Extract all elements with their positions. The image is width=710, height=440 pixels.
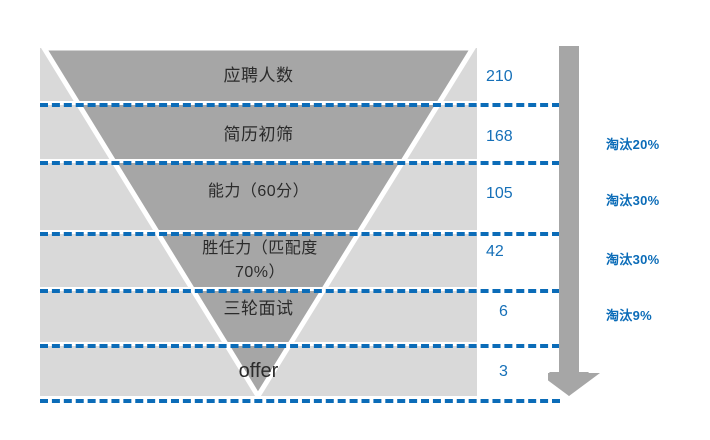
dropout-note-1: 淘汰20% [606, 137, 660, 152]
dropout-note-2: 淘汰30% [606, 193, 660, 208]
count-competency: 42 [486, 243, 504, 260]
count-three-round-interview: 6 [499, 303, 508, 320]
stage-label-resume-screening: 简历初筛 [223, 125, 294, 144]
stage-divider-1 [40, 103, 560, 107]
dropout-note-4: 淘汰9% [606, 308, 652, 323]
stage-label-three-round-interview: 三轮面试 [223, 299, 294, 318]
stage-label-offer: offer [238, 360, 279, 382]
stage-divider-5 [40, 344, 560, 348]
stage-label-ability: 能力（60分） [207, 183, 310, 200]
count-resume-screening: 168 [486, 128, 513, 145]
down-arrow-icon [548, 46, 600, 396]
count-offer: 3 [499, 363, 508, 380]
count-ability: 105 [486, 185, 513, 202]
stage-divider-6 [40, 399, 560, 403]
stage-divider-4 [40, 289, 560, 293]
stage-label-competency: 胜任力（匹配度 70%） [202, 240, 318, 281]
stage-label-applicants: 应聘人数 [223, 66, 294, 85]
stage-divider-2 [40, 161, 560, 165]
count-applicants: 210 [486, 68, 513, 85]
stage-divider-3 [40, 232, 560, 236]
dropout-note-3: 淘汰30% [606, 252, 660, 267]
